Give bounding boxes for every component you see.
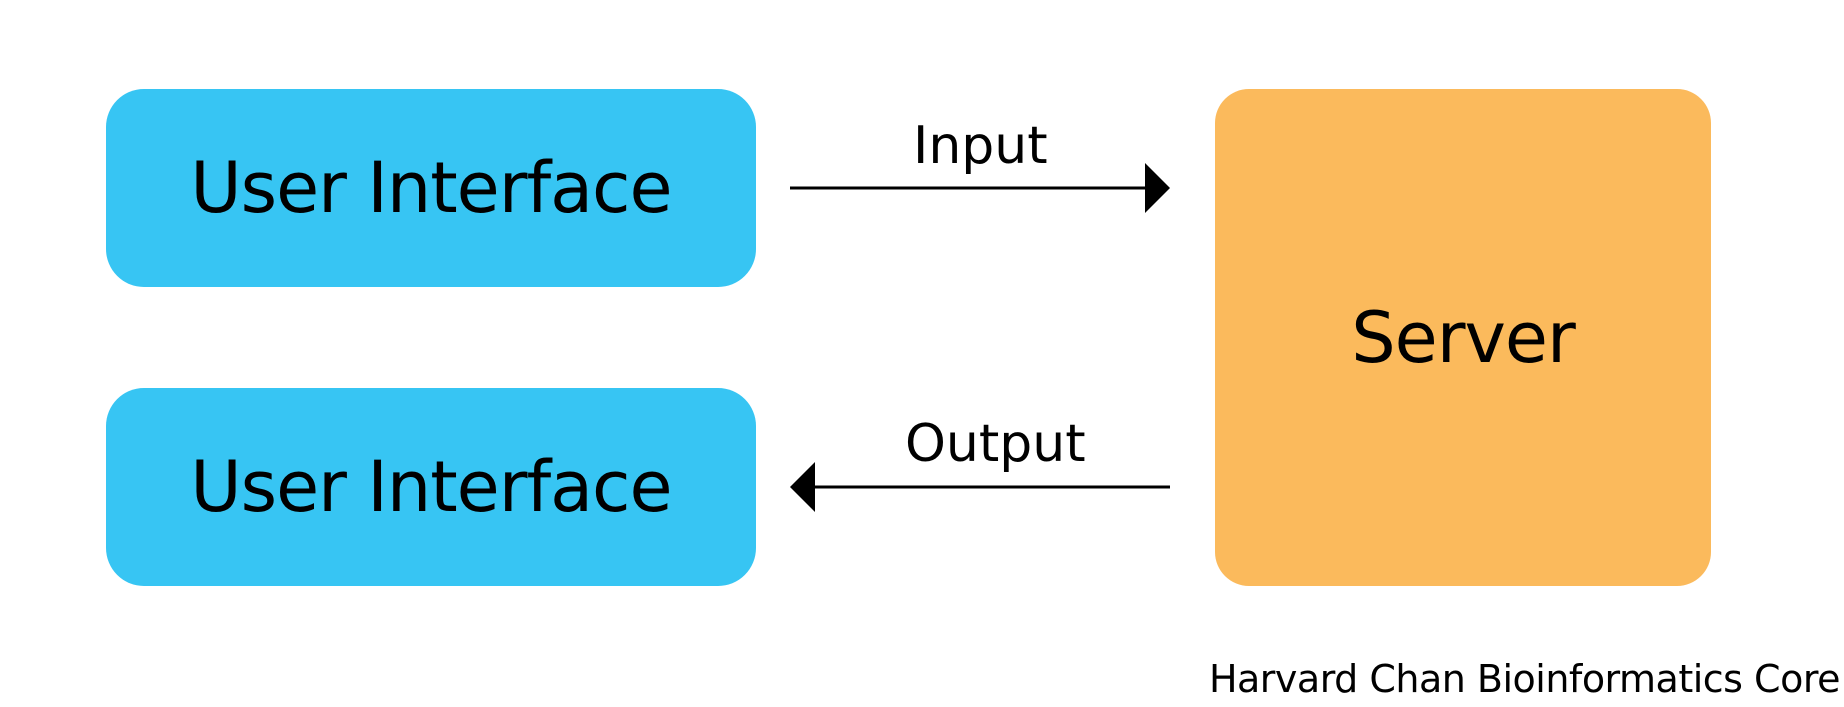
output-arrow bbox=[790, 462, 1170, 512]
output-arrowhead bbox=[790, 462, 815, 512]
server-box: Server bbox=[1215, 89, 1711, 586]
user-interface-label-top: User Interface bbox=[190, 147, 672, 229]
input-arrow-label: Input bbox=[913, 116, 1048, 176]
user-interface-box-top: User Interface bbox=[106, 89, 756, 287]
input-arrowhead bbox=[1145, 163, 1170, 213]
user-interface-box-bottom: User Interface bbox=[106, 388, 756, 586]
footer-credit: Harvard Chan Bioinformatics Core bbox=[1208, 657, 1841, 701]
server-label: Server bbox=[1351, 296, 1576, 379]
output-arrow-label: Output bbox=[905, 414, 1086, 474]
input-arrow bbox=[790, 163, 1170, 213]
user-interface-label-bottom: User Interface bbox=[190, 446, 672, 528]
